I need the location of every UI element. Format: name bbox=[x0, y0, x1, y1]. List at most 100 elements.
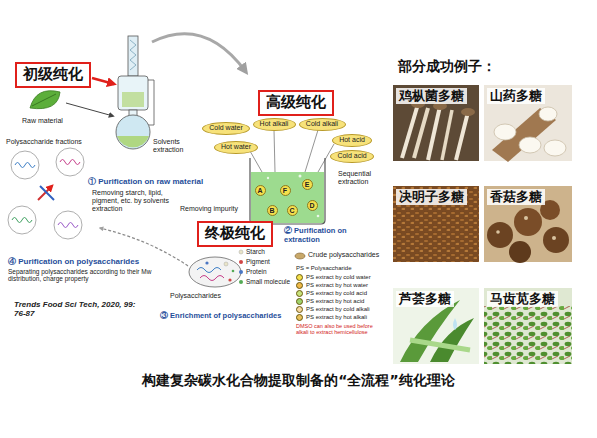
figure-label: Crude polysaccharides bbox=[308, 251, 379, 259]
enrichment-dish bbox=[228, 278, 231, 281]
figure-label: Solvents extraction bbox=[153, 138, 193, 154]
tile-yam bbox=[519, 137, 541, 153]
tile-yam bbox=[484, 85, 572, 161]
solvent-bubble: Cold water bbox=[202, 122, 250, 135]
extraction-beaker bbox=[251, 172, 324, 223]
fraction-circle: C bbox=[287, 205, 298, 216]
fraction-circle: E bbox=[302, 179, 313, 190]
figure-label: Raw material bbox=[22, 117, 63, 125]
enrichment-dish bbox=[239, 250, 243, 254]
extraction-beaker bbox=[299, 175, 302, 178]
impurity-name: Starch bbox=[246, 248, 265, 255]
solvent-bubble: Hot alkali bbox=[253, 118, 296, 131]
step-note: Separating polysaccharides according to … bbox=[8, 268, 158, 283]
enrichment-dish bbox=[205, 261, 208, 264]
solvent-name: Cold alkali bbox=[306, 120, 339, 128]
step-title: ③ Enrichment of polysaccharides bbox=[160, 312, 281, 321]
tile-purslane bbox=[484, 288, 572, 364]
polysaccharide-fractions bbox=[54, 211, 82, 239]
polysaccharide-fractions bbox=[60, 160, 80, 165]
legend-text: PS extract by cold alkali bbox=[306, 306, 370, 313]
tile-shiitake bbox=[543, 227, 569, 253]
tile-yam bbox=[492, 108, 556, 162]
enrichment-dish bbox=[224, 262, 228, 266]
legend-swatch bbox=[296, 282, 303, 289]
polysaccharide-fractions bbox=[8, 206, 36, 234]
legend-swatch bbox=[296, 274, 303, 281]
impurity-name: Pigment bbox=[246, 258, 270, 265]
soxhlet-apparatus bbox=[146, 80, 154, 125]
example-name: 山药多糖 bbox=[487, 88, 545, 104]
example-name: 芦荟多糖 bbox=[396, 291, 454, 307]
crude-polysaccharide-dish bbox=[295, 253, 305, 259]
solvent-name: Hot water bbox=[221, 143, 251, 151]
enrichment-dish bbox=[197, 268, 221, 273]
solvent-bubble: Cold alkali bbox=[299, 118, 346, 131]
tile-shiitake bbox=[484, 186, 572, 262]
tile-yam bbox=[484, 85, 572, 162]
example-name: 决明子多糖 bbox=[396, 189, 467, 205]
fraction-letter: B bbox=[268, 206, 277, 216]
red-pointer-arrow bbox=[92, 78, 114, 84]
example-tile: 决明子多糖 bbox=[393, 186, 479, 262]
stage-tag-text: 终极纯化 bbox=[205, 224, 265, 244]
stage-tag: 终极纯化 bbox=[197, 221, 273, 247]
stage-tag-text: 初级纯化 bbox=[23, 65, 83, 85]
example-tile: 山药多糖 bbox=[484, 85, 572, 161]
tile-mushroom bbox=[393, 85, 479, 161]
tile-shiitake bbox=[514, 208, 542, 236]
tile-shiitake bbox=[487, 222, 513, 248]
fraction-letter: E bbox=[303, 180, 312, 190]
polysaccharide-fractions bbox=[40, 186, 54, 200]
fraction-circle: F bbox=[280, 185, 291, 196]
figure-label: Polysaccharide fractions bbox=[6, 138, 82, 146]
legend-text: PS extract by hot alkali bbox=[306, 314, 367, 321]
tile-purslane bbox=[484, 288, 572, 364]
tile-shiitake bbox=[509, 241, 531, 263]
polysaccharide-fractions bbox=[8, 148, 84, 239]
enrichment-dish bbox=[189, 250, 243, 287]
example-name: 香菇多糖 bbox=[487, 189, 545, 205]
flow-arrow bbox=[152, 34, 246, 72]
enrichment-dish bbox=[189, 257, 241, 287]
soxhlet-apparatus bbox=[130, 40, 136, 70]
example-tile: 芦荟多糖 bbox=[393, 288, 479, 364]
figure-label: Sequential extraction bbox=[338, 170, 382, 186]
polysaccharide-fractions bbox=[12, 218, 32, 223]
solvent-bubble: Hot acid bbox=[332, 134, 372, 147]
step-note: Removing starch, lipid, pigment, etc. by… bbox=[92, 189, 178, 213]
citation: Trends Food Sci Tech, 2020, 99: 76-87 bbox=[14, 300, 144, 318]
legend-text: PS extract by hot water bbox=[306, 282, 368, 289]
legend-text: PS extract by cold water bbox=[306, 274, 371, 281]
step-title: ④ Purification on polysaccharides bbox=[8, 257, 139, 266]
solvent-name: Hot acid bbox=[339, 136, 365, 144]
example-tile: 香菇多糖 bbox=[484, 186, 572, 262]
tile-yam bbox=[539, 107, 557, 121]
section-heading: 部分成功例子： bbox=[398, 58, 496, 74]
enrichment-dish bbox=[232, 270, 235, 273]
polysaccharide-fractions bbox=[58, 223, 78, 228]
fraction-letter: F bbox=[281, 186, 290, 196]
tile-yam bbox=[494, 124, 516, 140]
example-tile: 马齿苋多糖 bbox=[484, 288, 572, 364]
tile-aloe bbox=[393, 288, 479, 364]
tile-aloe bbox=[410, 340, 470, 350]
soxhlet-apparatus bbox=[118, 76, 148, 110]
tile-aloe bbox=[393, 288, 479, 364]
legend-text: PS extract by cold acid bbox=[306, 290, 367, 297]
enrichment-dish bbox=[239, 270, 243, 274]
tile-mushroom bbox=[393, 85, 479, 161]
fraction-circle: B bbox=[267, 205, 278, 216]
example-tile: 鸡枞菌多糖 bbox=[393, 85, 479, 161]
extraction-beaker bbox=[305, 130, 318, 172]
extraction-beaker bbox=[267, 177, 269, 179]
enrichment-dish bbox=[239, 260, 243, 264]
polysaccharide-fractions bbox=[15, 163, 35, 168]
tile-shiitake bbox=[524, 216, 528, 220]
legend-swatch bbox=[296, 314, 303, 321]
tile-purslane bbox=[484, 306, 572, 364]
tile-mushroom bbox=[442, 110, 452, 160]
tile-seeds bbox=[393, 186, 479, 262]
stage-tag: 高级纯化 bbox=[258, 90, 334, 116]
raw-material-leaf bbox=[30, 91, 60, 109]
